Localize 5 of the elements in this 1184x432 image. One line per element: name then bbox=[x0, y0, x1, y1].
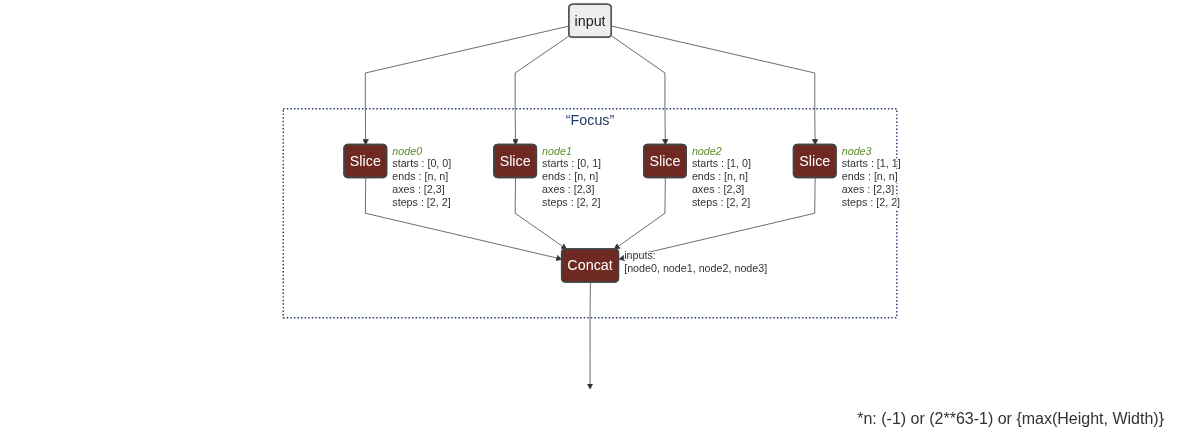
node-annotation: node0 starts : [0, 0] ends : [n, n] axes : [2,3] steps : [2, 2] bbox=[392, 144, 452, 209]
node-annotation: node2 starts : [1, 0] ends : [n, n] axes : [2,3] steps : [2, 2] bbox=[691, 144, 751, 209]
node-annotation: node3 starts : [1, 1] ends : [n, n] axes : [2,3] steps : [2, 2] bbox=[841, 144, 901, 209]
node-annotation: node1 starts : [0, 1] ends : [n, n] axes : [2,3] steps : [2, 2] bbox=[542, 144, 602, 209]
footnote: *n: (-1) or (2**63-1) or {max(Height, Width)} bbox=[857, 410, 1164, 428]
